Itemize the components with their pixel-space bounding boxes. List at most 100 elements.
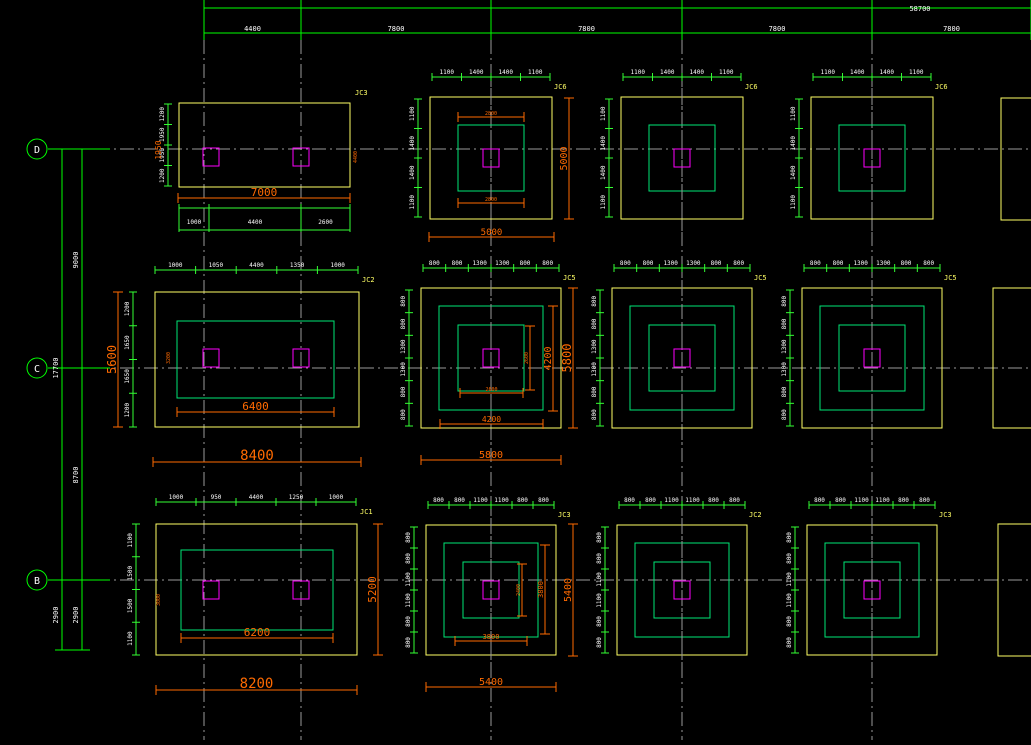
top-dim-chain-text: 800	[711, 260, 722, 267]
top-bay-dim-text: 7800	[943, 25, 960, 33]
top-dim-chain-text: 1400	[499, 69, 514, 76]
column-stub	[292, 147, 310, 167]
left-dim-chain-text: 1100	[600, 106, 607, 121]
left-dim-chain-text: 800	[591, 409, 598, 420]
footing-c2-inner-vdim-text: 2600	[524, 352, 530, 364]
footing-b2-inner-vdim-text: 3800	[537, 581, 545, 598]
left-dim-chain-text: 1400	[409, 165, 416, 180]
top-dim-chain-text: 4400	[249, 494, 264, 501]
left-dim-chain-text: 800	[405, 616, 412, 627]
footing-tag: JC2	[362, 276, 375, 284]
left-dim-chain-text: 1100	[600, 195, 607, 210]
left-dim-chain-text: 1200	[124, 301, 131, 316]
top-dim-chain-text: 1000	[169, 494, 184, 501]
clipped-footing-outline	[1000, 97, 1031, 221]
left-dim-chain-text: 800	[781, 318, 788, 329]
footing-c1-left-dim-text: 5600	[105, 345, 119, 374]
top-dim-chain-text: 1300	[876, 260, 891, 267]
column-stub	[863, 148, 881, 168]
top-dim-chain-text: 1300	[853, 260, 868, 267]
top-dim-chain-text: 1250	[289, 494, 304, 501]
top-dim-chain-text: 1000	[168, 262, 183, 269]
axis-bubble-label: D	[34, 145, 40, 156]
left-dim-chain-text: 1300	[400, 339, 407, 354]
footing-b1-inner-dim-text: 6200	[244, 626, 271, 639]
left-dim-chain-text: 1100	[790, 195, 797, 210]
top-dim-chain-text: 1100	[664, 497, 679, 504]
top-dim-chain-text: 800	[643, 260, 654, 267]
top-dim-chain-text: 800	[542, 260, 553, 267]
top-dim-chain-text: 1100	[854, 497, 869, 504]
left-dim-chain-text: 1300	[591, 339, 598, 354]
top-dim-chain-text: 800	[520, 260, 531, 267]
top-dim-chain-text: 800	[814, 497, 825, 504]
left-dim-chain-text: 1300	[591, 362, 598, 377]
left-dim-chain-text: 1200	[124, 403, 131, 418]
left-dim-chain-text: 800	[405, 532, 412, 543]
left-dim-chain-text: 1400	[409, 136, 416, 151]
footing-tag: JC1	[360, 508, 373, 516]
top-dim-chain-text: 1300	[495, 260, 510, 267]
top-dim-chain-text: 800	[901, 260, 912, 267]
left-dim-chain-text: 800	[400, 409, 407, 420]
column-stub	[202, 580, 220, 600]
top-dim-chain-text: 800	[919, 497, 930, 504]
footing-tag: JC3	[939, 511, 952, 519]
left-dim-chain-text: 1200	[159, 168, 166, 183]
top-dim-chain-text: 800	[810, 260, 821, 267]
left-dim-chain-text: 1300	[781, 339, 788, 354]
left-end-dim-text: 2900	[52, 607, 60, 624]
column-stub	[292, 580, 310, 600]
top-dim-chain-text: 800	[452, 260, 463, 267]
left-dim-chain-text: 800	[405, 553, 412, 564]
left-dim-chain-text: 800	[786, 532, 793, 543]
left-dim-chain-text: 1400	[790, 165, 797, 180]
left-dim-chain-text: 800	[786, 637, 793, 648]
footing-c1-inner-text: 3200	[166, 352, 172, 364]
top-dim-chain-text: 1100	[631, 69, 646, 76]
footing-d1-inner-text: 1950	[154, 140, 163, 159]
column-stub	[863, 580, 881, 600]
top-dim-chain-text: 1400	[690, 69, 705, 76]
top-dim-chain-text: 1000	[330, 262, 345, 269]
axis-bubble-label: B	[34, 576, 40, 587]
left-dim-chain-text: 800	[591, 318, 598, 329]
footing-b2-bottom-dim-text: 5400	[479, 677, 503, 688]
top-dim-chain-text: 1400	[850, 69, 865, 76]
left-dim-chain-text: 800	[786, 616, 793, 627]
left-dim-chain-text: 1400	[600, 136, 607, 151]
left-dim-chain-text: 800	[786, 553, 793, 564]
footing-c2-inner-dim-text: 4200	[482, 415, 501, 424]
column-stub	[863, 348, 881, 368]
left-dim-chain-text: 1650	[124, 369, 131, 384]
left-dim-chain-text: 800	[591, 386, 598, 397]
top-dim-chain-text: 1100	[528, 69, 543, 76]
footing-d1-inner-text: 4400	[353, 151, 359, 163]
left-span-dim-text: 9000	[72, 252, 80, 269]
footing-c1-tier	[176, 320, 335, 399]
top-dim-chain-text: 800	[923, 260, 934, 267]
top-dim-chain-text: 800	[708, 497, 719, 504]
top-dim-chain-text: 1100	[875, 497, 890, 504]
left-dim-chain-text: 1100	[596, 572, 603, 587]
column-stub	[673, 580, 691, 600]
top-dim-chain-text: 800	[433, 497, 444, 504]
left-outer-dim-text: 17700	[52, 357, 60, 378]
footing-c1-outline	[154, 291, 360, 428]
footing-b1-right-dim-text: 5200	[366, 576, 379, 603]
left-dim-chain-text: 1100	[405, 593, 412, 608]
footing-b2-inner-dim-text: 3800	[483, 633, 500, 641]
top-dim-chain-text: 800	[454, 497, 465, 504]
top-dim-chain-text: 800	[833, 260, 844, 267]
column-stub	[482, 348, 500, 368]
sub-dim-text: 1000	[187, 219, 202, 226]
top-dim-chain-text: 800	[835, 497, 846, 504]
top-dim-chain-text: 1100	[821, 69, 836, 76]
left-dim-chain-text: 1100	[127, 631, 134, 646]
top-dim-chain-text: 800	[429, 260, 440, 267]
top-overall-dim-text: 58700	[909, 5, 930, 13]
top-dim-chain-text: 800	[733, 260, 744, 267]
top-dim-chain-text: 4400	[249, 262, 264, 269]
